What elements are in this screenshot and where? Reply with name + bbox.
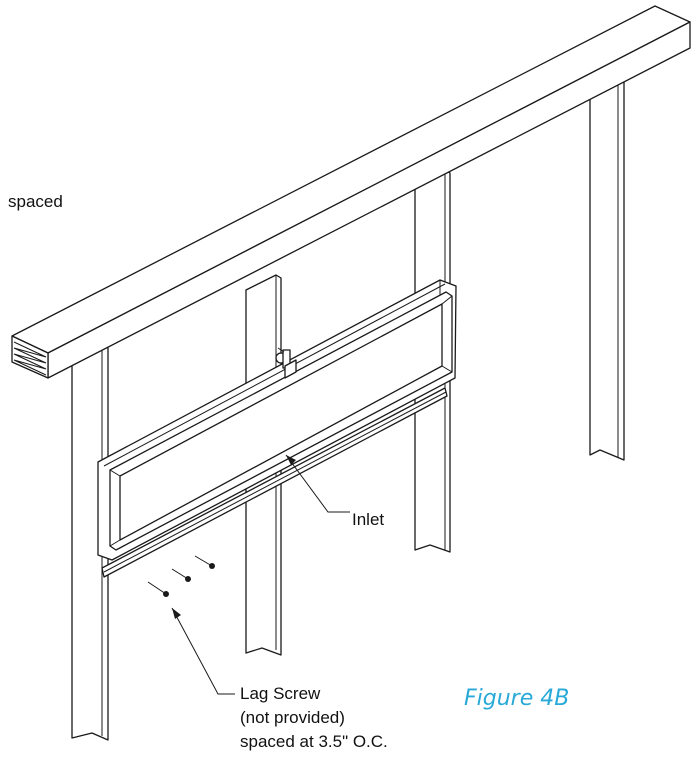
inlet-leader	[285, 454, 350, 513]
latch-hardware	[275, 347, 297, 379]
figure-caption: Figure 4B	[464, 686, 570, 711]
top-beam	[11, 5, 691, 379]
lag-screws	[147, 555, 215, 597]
rear-stud-right	[589, 64, 625, 461]
inlet-label: Inlet	[352, 510, 385, 529]
spaced-label: spaced	[8, 192, 63, 211]
lag-screw-3	[147, 581, 169, 597]
inlet-panel	[109, 291, 453, 551]
lag-screw-1	[194, 555, 215, 569]
not-provided-label: (not provided)	[240, 708, 345, 727]
spacing-label: spaced at 3.5" O.C.	[240, 732, 388, 751]
lag-screw-label: Lag Screw	[240, 684, 321, 703]
lag-screw-2	[171, 568, 191, 582]
bottom-rail	[101, 387, 448, 578]
lag-screw-leader	[171, 607, 235, 695]
